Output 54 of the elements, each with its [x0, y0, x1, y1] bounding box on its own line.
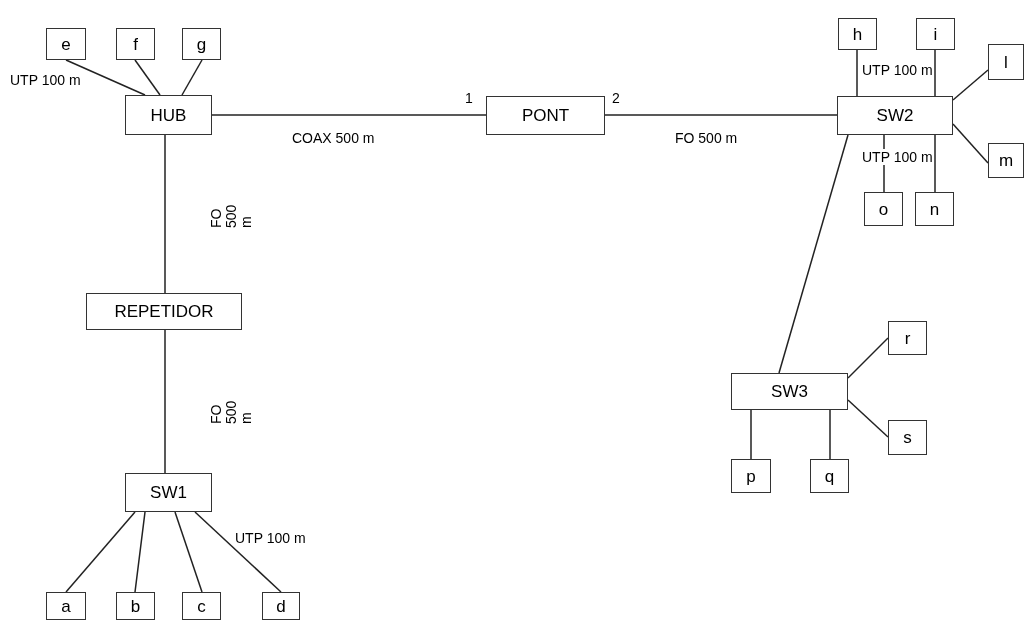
connection-line: [65, 59, 146, 96]
network-device-box: l: [988, 44, 1024, 80]
connection-line: [847, 399, 889, 438]
edge-label: UTP 100 m: [235, 530, 306, 546]
network-device-box: n: [915, 192, 954, 226]
network-device-box: q: [810, 459, 849, 493]
connection-line: [934, 49, 936, 97]
network-device-box: SW3: [731, 373, 848, 410]
network-device-box: d: [262, 592, 300, 620]
connection-line: [174, 511, 203, 593]
connection-line: [934, 134, 936, 193]
network-device-box: m: [988, 143, 1024, 178]
network-device-box: e: [46, 28, 86, 60]
network-device-box: c: [182, 592, 221, 620]
network-device-box: SW2: [837, 96, 953, 135]
connection-line: [778, 134, 849, 374]
network-device-box: o: [864, 192, 903, 226]
network-device-box: g: [182, 28, 221, 60]
network-device-box: f: [116, 28, 155, 60]
connection-line: [952, 69, 989, 101]
connection-line: [134, 59, 161, 96]
connection-line: [952, 123, 989, 164]
edge-label: UTP 100 m: [10, 72, 81, 88]
network-device-box: p: [731, 459, 771, 493]
network-device-box: HUB: [125, 95, 212, 135]
edge-label: FO 500 m: [675, 130, 738, 146]
connection-line: [604, 114, 838, 116]
connection-line: [829, 409, 831, 460]
network-device-box: REPETIDOR: [86, 293, 242, 330]
edge-label: UTP 100 m: [862, 149, 933, 165]
network-device-box: b: [116, 592, 155, 620]
network-device-box: h: [838, 18, 877, 50]
edge-label: FO 500 m: [209, 398, 254, 424]
port-number: 1: [465, 90, 473, 106]
network-device-box: i: [916, 18, 955, 50]
network-device-box: SW1: [125, 473, 212, 512]
network-device-box: PONT: [486, 96, 605, 135]
edge-label: FO 500 m: [209, 202, 254, 228]
network-device-box: r: [888, 321, 927, 355]
connection-line: [65, 511, 136, 593]
port-number: 2: [612, 90, 620, 106]
connection-line: [750, 409, 752, 460]
connection-line: [181, 59, 203, 96]
connection-line: [164, 134, 166, 294]
connection-line: [164, 329, 166, 474]
edge-label: COAX 500 m: [292, 130, 375, 146]
edge-label: UTP 100 m: [862, 62, 933, 78]
connection-line: [856, 49, 858, 97]
connection-line: [134, 511, 146, 593]
connection-line: [194, 511, 282, 593]
connection-line: [211, 114, 487, 116]
connection-line: [847, 337, 889, 379]
network-device-box: s: [888, 420, 927, 455]
network-device-box: a: [46, 592, 86, 620]
